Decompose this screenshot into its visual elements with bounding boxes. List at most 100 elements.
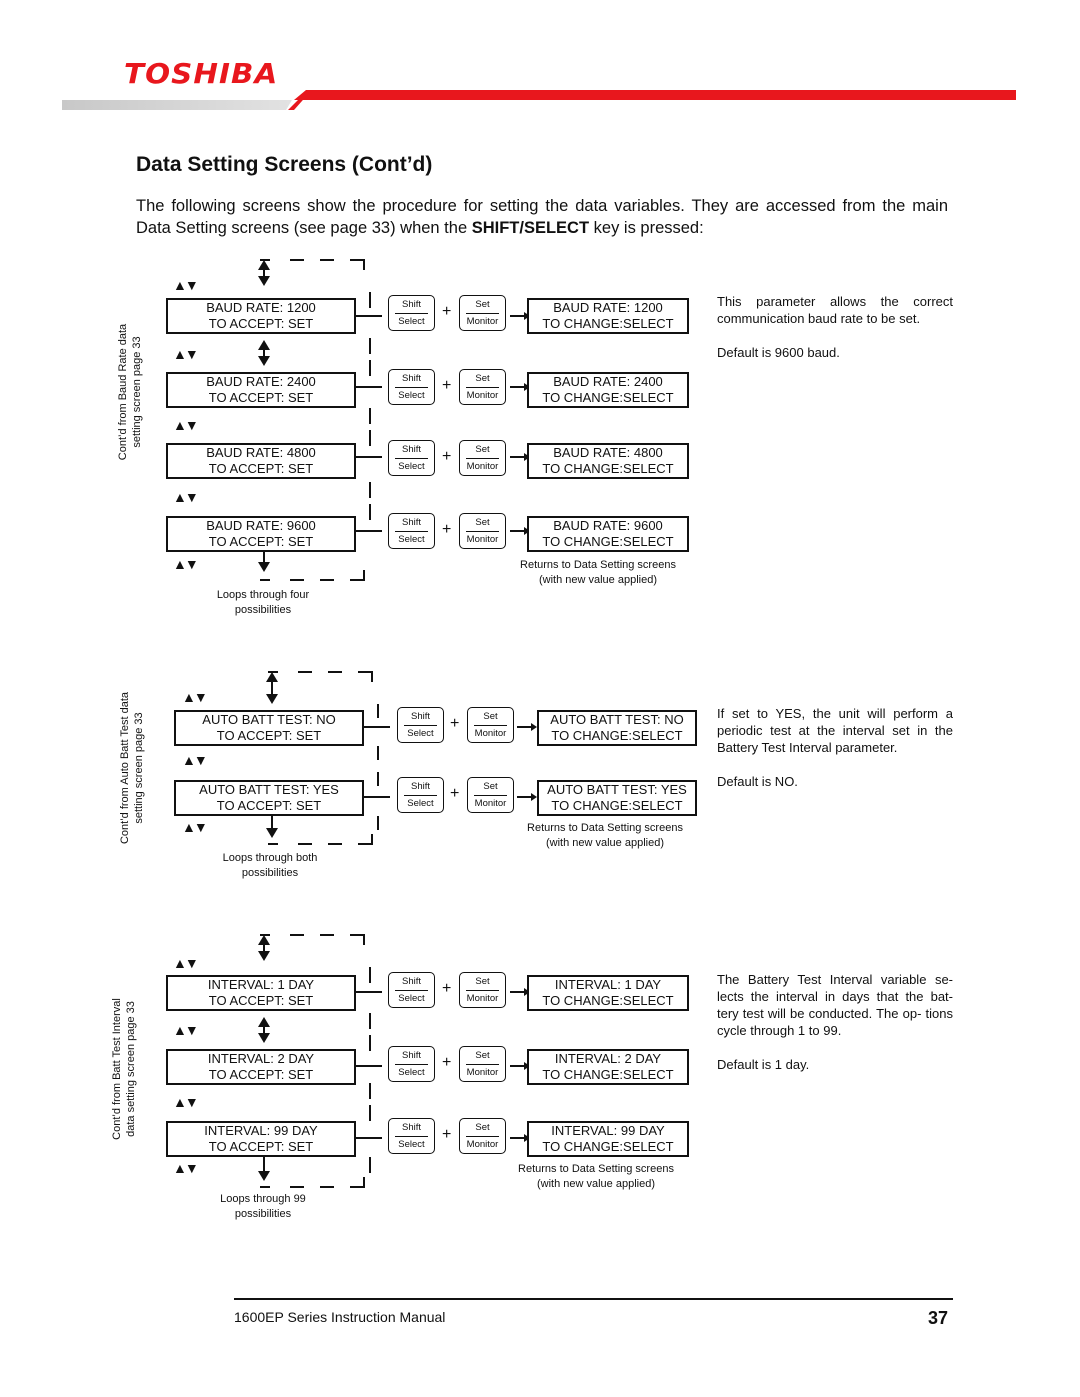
plus-sign: + — [442, 1054, 452, 1071]
key-label-top: Set — [475, 1050, 490, 1061]
key-label-top: Set — [475, 976, 490, 987]
scroll-arrows-icon: ▲▼ — [173, 955, 199, 971]
footer-manual-title: 1600EP Series Instruction Manual — [234, 1309, 446, 1325]
lcd-line1: INTERVAL: 1 DAY — [554, 977, 662, 992]
scroll-arrows-icon: ▲▼ — [173, 1022, 199, 1038]
key-label-bottom: Monitor — [466, 390, 499, 401]
interval-description: The Battery Test Interval variable se- l… — [717, 972, 953, 1038]
plus-sign: + — [442, 1126, 452, 1143]
returns-line2: (with new value applied) — [536, 1178, 655, 1190]
returns-line2: (with new value applied) — [545, 837, 664, 849]
lcd-line1: BAUD RATE: 2400 — [553, 374, 663, 389]
lcd-line1: INTERVAL: 99 DAY — [551, 1123, 665, 1138]
lcd-line1: INTERVAL: 99 DAY — [204, 1123, 318, 1138]
plus-sign: + — [442, 521, 452, 538]
key-label-top: Shift — [401, 1050, 421, 1061]
lcd-line1: INTERVAL: 1 DAY — [207, 977, 315, 992]
key-label-top: Set — [483, 781, 498, 792]
intro-paragraph: The following screens show the procedure… — [136, 195, 948, 239]
plus-sign: + — [442, 377, 452, 394]
lcd-line1: BAUD RATE: 1200 — [553, 300, 663, 315]
lcd-line1: BAUD RATE: 2400 — [206, 374, 316, 389]
returns-note: Returns to Data Setting screens (with new… — [500, 558, 696, 588]
returns-line2: (with new value applied) — [538, 574, 657, 586]
lcd-line1: INTERVAL: 2 DAY — [554, 1051, 662, 1066]
scroll-arrows-icon: ▲▼ — [173, 277, 199, 293]
intro-key: SHIFT/SELECT — [471, 219, 590, 237]
key-label-bottom: Monitor — [466, 461, 499, 472]
returns-line1: Returns to Data Setting screens — [527, 822, 683, 834]
returns-note: Returns to Data Setting screens (with new… — [507, 821, 703, 851]
lcd-line1: BAUD RATE: 4800 — [553, 445, 663, 460]
batt-side-line1: Cont’d from Auto Batt Test data — [119, 691, 131, 845]
interval-flow-lines — [258, 934, 530, 1188]
baud-side-line2: setting screen page 33 — [131, 336, 143, 448]
scroll-arrows-icon: ▲▼ — [173, 1160, 199, 1176]
lcd-line2: TO CHANGE:SELECT — [542, 461, 674, 476]
batt-default: Default is NO. — [717, 774, 798, 789]
lcd-line2: TO CHANGE:SELECT — [542, 1067, 674, 1082]
lcd-line1: INTERVAL: 2 DAY — [207, 1051, 315, 1066]
key-label-top: Shift — [410, 781, 430, 792]
key-label-top: Shift — [401, 1122, 421, 1133]
lcd-line1: BAUD RATE: 9600 — [206, 518, 316, 533]
scroll-arrows-icon: ▲▼ — [182, 689, 208, 705]
interval-side-line2: data setting screen page 33 — [125, 1001, 137, 1137]
scroll-arrows-icon: ▲▼ — [173, 1094, 199, 1110]
lcd-line2: TO ACCEPT: SET — [208, 390, 314, 405]
lcd-line1: AUTO BATT TEST: YES — [199, 782, 339, 797]
loops-line1: Loops through both — [222, 852, 318, 864]
returns-line1: Returns to Data Setting screens — [520, 559, 676, 571]
lcd-line1: BAUD RATE: 1200 — [206, 300, 316, 315]
key-label-bottom: Select — [398, 390, 425, 401]
key-label-bottom: Select — [398, 1067, 425, 1078]
key-label-top: Set — [475, 1122, 490, 1133]
baud-side-line1: Cont’d from Baud Rate data — [117, 323, 129, 461]
key-label-bottom: Monitor — [474, 798, 507, 809]
key-label-top: Set — [475, 373, 490, 384]
scroll-arrows-icon: ▲▼ — [173, 417, 199, 433]
key-label-bottom: Select — [398, 534, 425, 545]
lcd-line2: TO ACCEPT: SET — [208, 993, 314, 1008]
lcd-line2: TO CHANGE:SELECT — [551, 798, 683, 813]
batt-side-line2: setting screen page 33 — [133, 712, 145, 824]
lcd-line2: TO ACCEPT: SET — [216, 728, 322, 743]
intro-text-after: key is pressed: — [589, 219, 704, 237]
key-label-bottom: Monitor — [466, 1139, 499, 1150]
lcd-line1: AUTO BATT TEST: NO — [202, 712, 336, 727]
key-label-top: Set — [475, 517, 490, 528]
baud-description: This parameter allows the correct commun… — [717, 294, 953, 326]
lcd-line2: TO ACCEPT: SET — [208, 534, 314, 549]
loops-line2: possibilities — [234, 1208, 292, 1220]
baud-flow-lines — [258, 259, 530, 581]
lcd-line1: BAUD RATE: 4800 — [206, 445, 316, 460]
key-label-bottom: Select — [407, 798, 434, 809]
key-label-top: Shift — [401, 444, 421, 455]
